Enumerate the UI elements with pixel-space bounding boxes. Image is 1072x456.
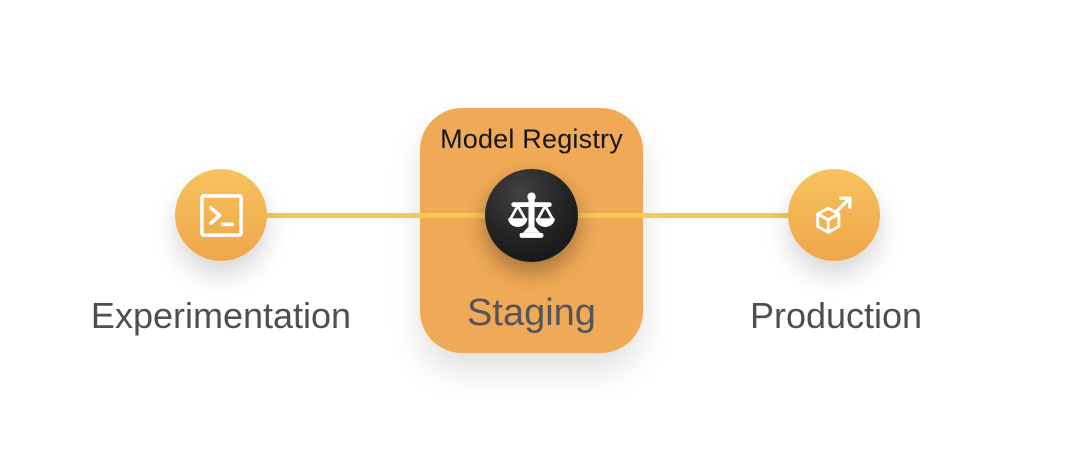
stage-label-production: Production xyxy=(749,295,923,336)
terminal-icon xyxy=(198,192,245,239)
model-registry-badge xyxy=(485,169,578,262)
node-production xyxy=(788,169,880,261)
node-experimentation xyxy=(175,169,267,261)
stage-label-experimentation: Experimentation xyxy=(90,295,352,336)
deploy-cube-icon xyxy=(809,190,859,240)
stage-label-staging: Staging xyxy=(467,292,596,334)
balance-scale-icon xyxy=(504,188,559,243)
model-registry-title: Model Registry xyxy=(440,124,623,154)
model-registry-card: Model Registry Staging xyxy=(420,108,643,353)
